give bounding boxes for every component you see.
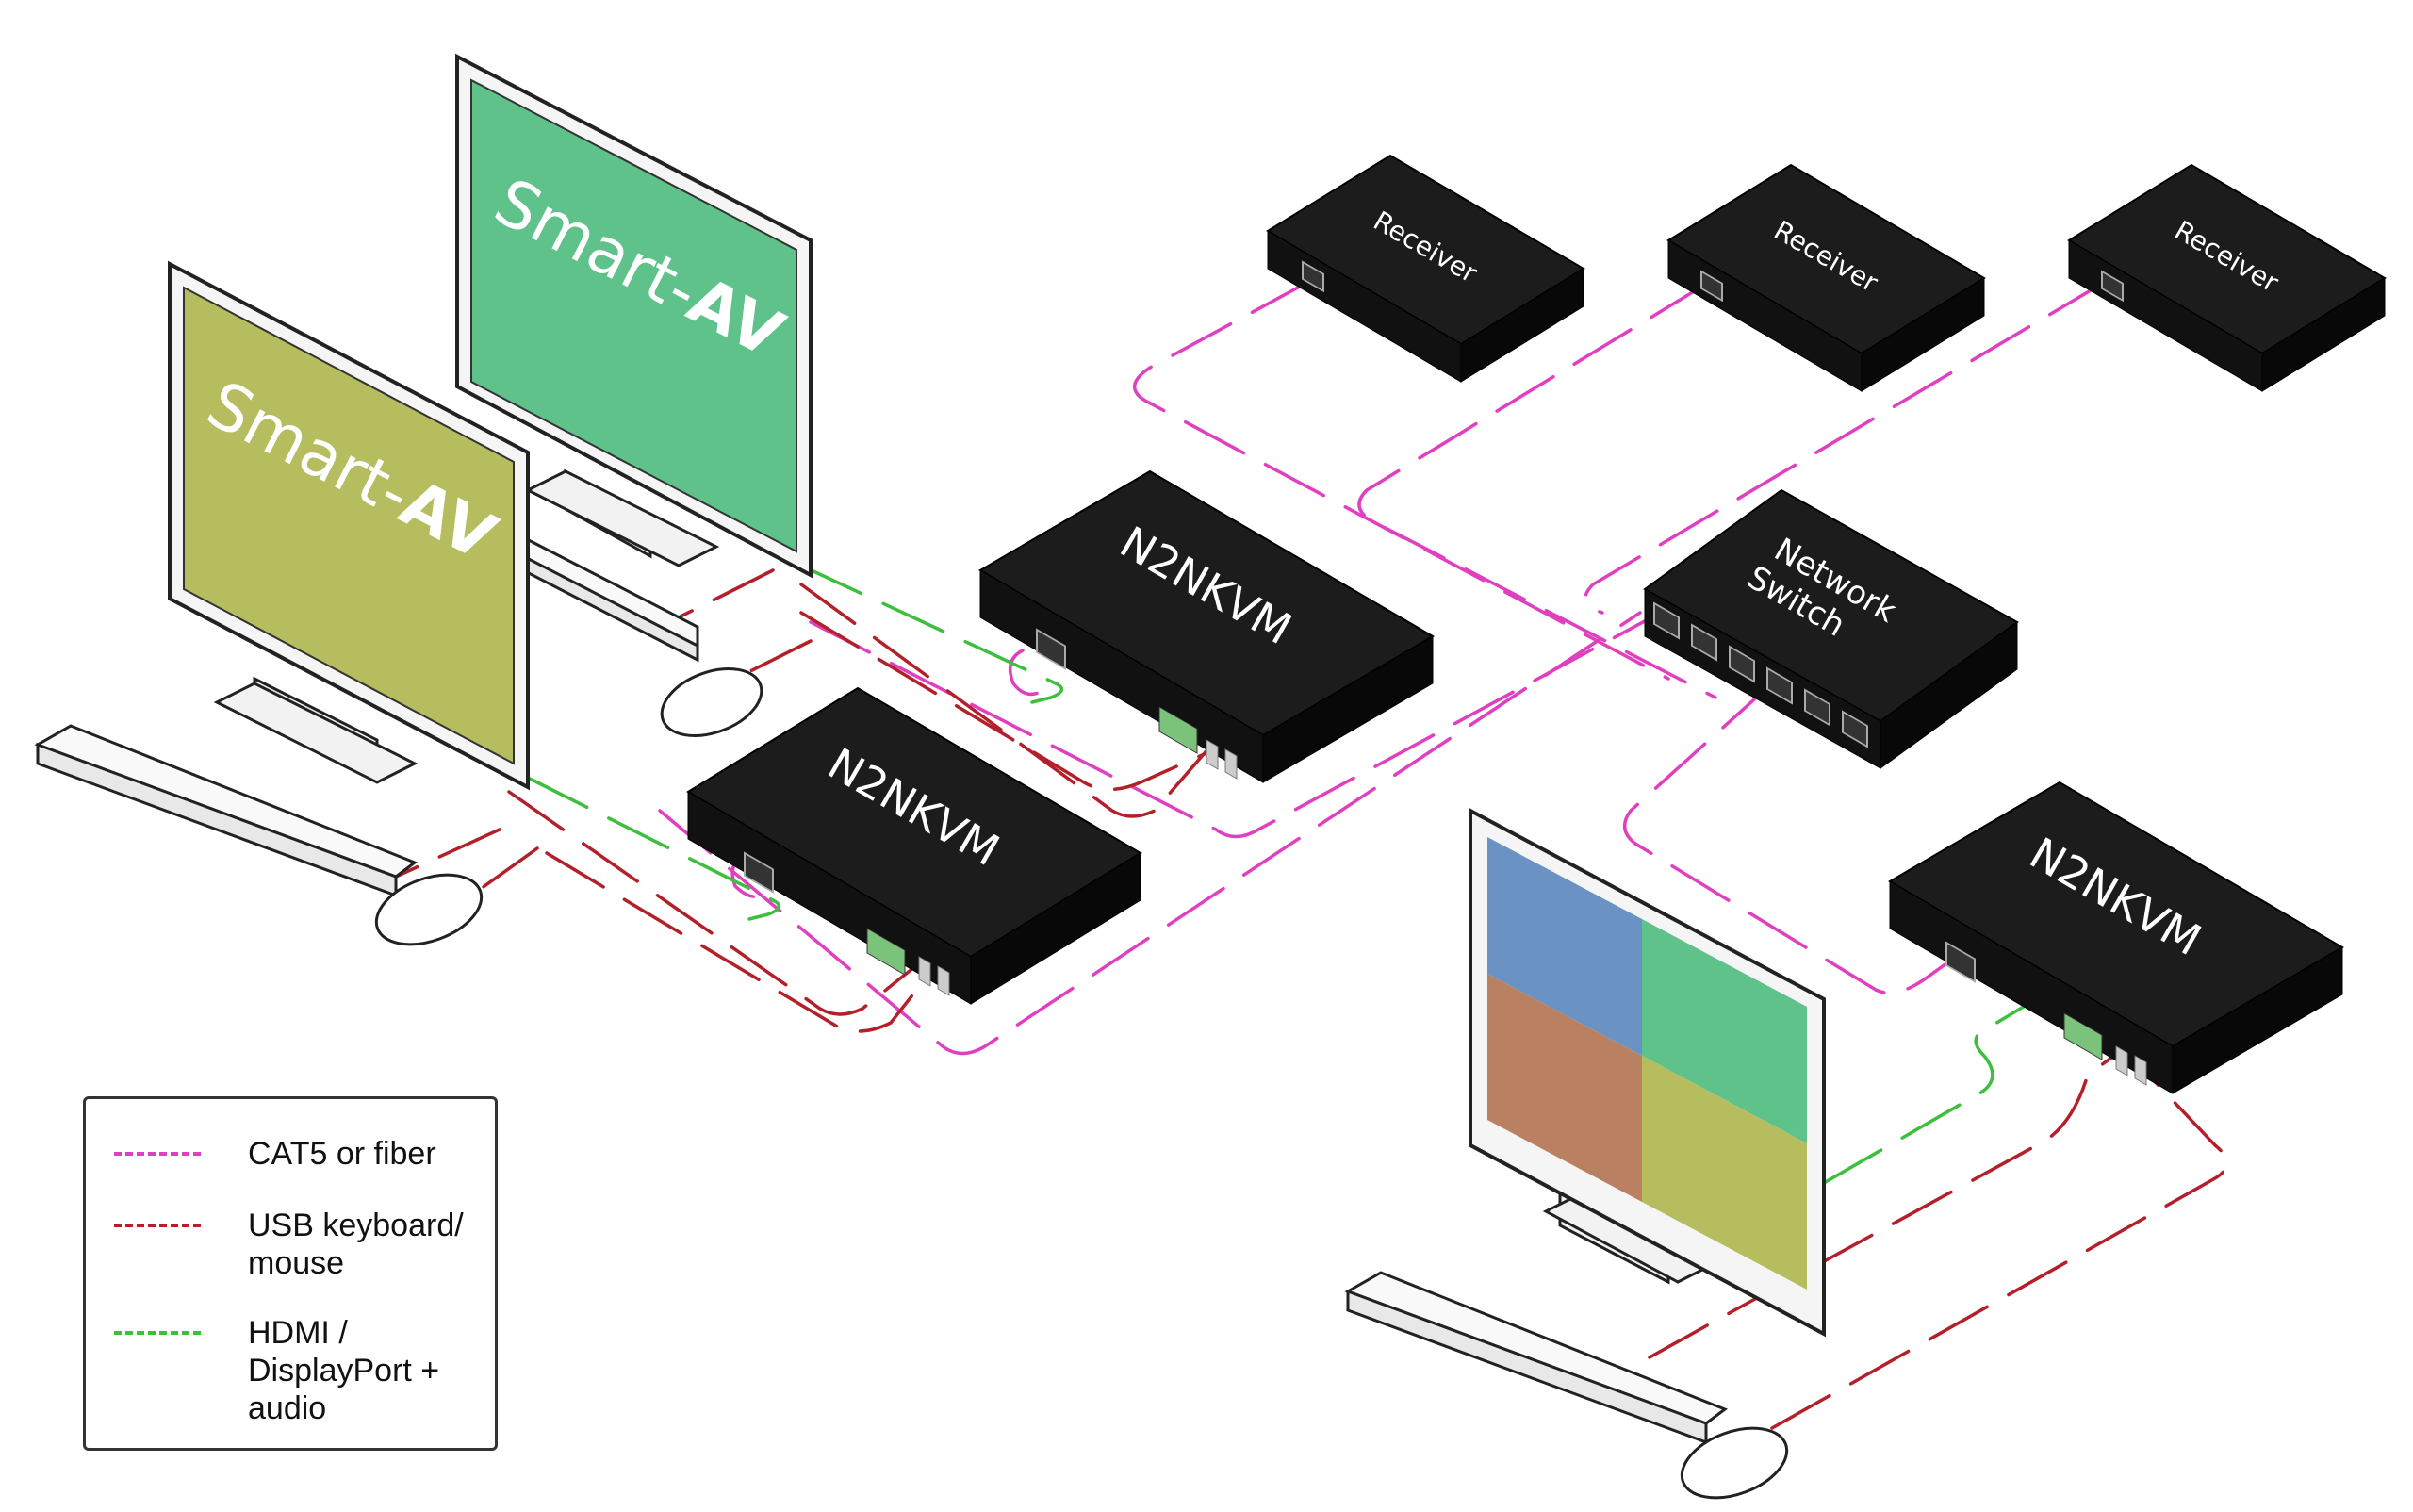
- usb-cable-pc1-mouse: [733, 639, 813, 681]
- computer-monitor-olive: Smart-AV: [168, 260, 530, 791]
- n2nkvm-encoder-2: N2NKVM: [686, 686, 1142, 1005]
- ethernet-port-icon: [1945, 941, 1976, 983]
- monitor-screen-green: [470, 78, 797, 553]
- legend-item-hdmi: HDMI / DisplayPort + audio: [114, 1314, 493, 1427]
- hdmi-cable-monitor3-encoder: [1822, 997, 2038, 1185]
- legend: CAT5 or fiber USB keyboard/ mouse HDMI /…: [83, 1096, 498, 1451]
- usb-cable-monitor3-encoder: [1732, 1049, 2123, 1312]
- usb-port-icon: [1206, 739, 1219, 770]
- usb-port-icon: [2115, 1045, 2128, 1076]
- cat5-cable-receiver1-switch: [1133, 279, 1670, 681]
- ethernet-port-icon: [1729, 645, 1755, 683]
- ethernet-port-icon: [2101, 270, 2124, 303]
- ethernet-port-icon: [1691, 623, 1717, 662]
- cat5-cable-receiver3-switch: [1584, 279, 2109, 615]
- quad-pane-blue: [1487, 837, 1642, 1056]
- legend-item-usb: USB keyboard/ mouse: [114, 1207, 493, 1282]
- n2nkvm-encoder-1: N2NKVM: [978, 469, 1435, 783]
- quad-pane-green: [1642, 919, 1807, 1143]
- hdmi-cable-pc2-encoder: [526, 776, 781, 921]
- usb-cable-pc2-kbd: [394, 828, 501, 879]
- legend-swatch-cat5: [114, 1152, 201, 1156]
- cat5-cable-encoder-local1: [1008, 649, 1048, 697]
- usb-port-icon: [918, 956, 931, 987]
- legend-label-usb: USB keyboard/ mouse: [248, 1208, 464, 1281]
- ethernet-port-icon: [1804, 688, 1830, 727]
- mouse-front: [374, 873, 484, 946]
- usb-port-icon: [2134, 1055, 2147, 1086]
- network-switch: Network Switch: [1643, 488, 2019, 769]
- cable-layer: [394, 279, 2229, 1430]
- usb-cable-pc1-encoder-b: [799, 611, 1227, 792]
- legend-label-cat5: CAT5 or fiber: [248, 1136, 436, 1172]
- usb-cable-mouse3-encoder: [1770, 1059, 2229, 1430]
- usb-cable-pc1-kbd: [677, 568, 775, 619]
- terminal-block-icon: [866, 928, 906, 976]
- usb-cable-pc2-encoder-a: [507, 790, 935, 1016]
- receiver-1: Receiver: [1266, 154, 1585, 383]
- legend-swatch-usb: [114, 1224, 201, 1227]
- usb-port-icon: [1224, 748, 1238, 780]
- n2nkvm-encoder-3: N2NKVM: [1888, 781, 2344, 1094]
- hdmi-cable-pc1-encoder: [799, 564, 1064, 704]
- legend-label-hdmi: HDMI / DisplayPort + audio: [248, 1315, 440, 1426]
- ethernet-port-icon: [1302, 260, 1324, 293]
- legend-item-cat5: CAT5 or fiber: [114, 1135, 493, 1173]
- keyboard-monitor3: [1344, 1271, 1729, 1445]
- ethernet-port-icon: [1842, 710, 1868, 748]
- ethernet-port-icon: [744, 851, 774, 894]
- monitor-quad-view: [1469, 807, 1826, 1338]
- computer-monitor-green: Smart-AV: [455, 53, 813, 579]
- ethernet-port-icon: [1766, 666, 1793, 705]
- quad-pane-brown: [1487, 974, 1642, 1202]
- terminal-block-icon: [2063, 1012, 2103, 1060]
- receiver-2: Receiver: [1666, 163, 1986, 392]
- switch-port-row: [1653, 601, 1868, 748]
- ethernet-port-icon: [1036, 628, 1066, 670]
- terminal-block-icon: [1158, 706, 1198, 754]
- cat5-cable-encoder2-switch: [658, 611, 1642, 1056]
- usb-cable-monitor3-kbd: [1648, 1308, 1736, 1359]
- cat5-cable-receiver2-switch: [1357, 281, 1717, 699]
- mouse-back: [660, 667, 763, 737]
- cat5-cable-encoder3-switch: [1622, 682, 1958, 995]
- receiver-3: Receiver: [2067, 163, 2387, 392]
- mouse-monitor3: [1680, 1426, 1789, 1500]
- quad-pane-olive: [1642, 1056, 1807, 1290]
- usb-cable-pc2-mouse: [469, 846, 539, 897]
- usb-port-icon: [937, 965, 950, 996]
- legend-swatch-hdmi: [114, 1331, 201, 1335]
- monitor-screen-olive: [183, 286, 515, 765]
- cat5-cable-encoder1-switch: [809, 601, 1680, 839]
- usb-cable-pc1-encoder-a: [799, 583, 1218, 818]
- usb-cable-pc2-encoder-b: [545, 851, 944, 1033]
- ethernet-port-icon: [1700, 270, 1723, 303]
- ethernet-port-icon: [1653, 601, 1680, 640]
